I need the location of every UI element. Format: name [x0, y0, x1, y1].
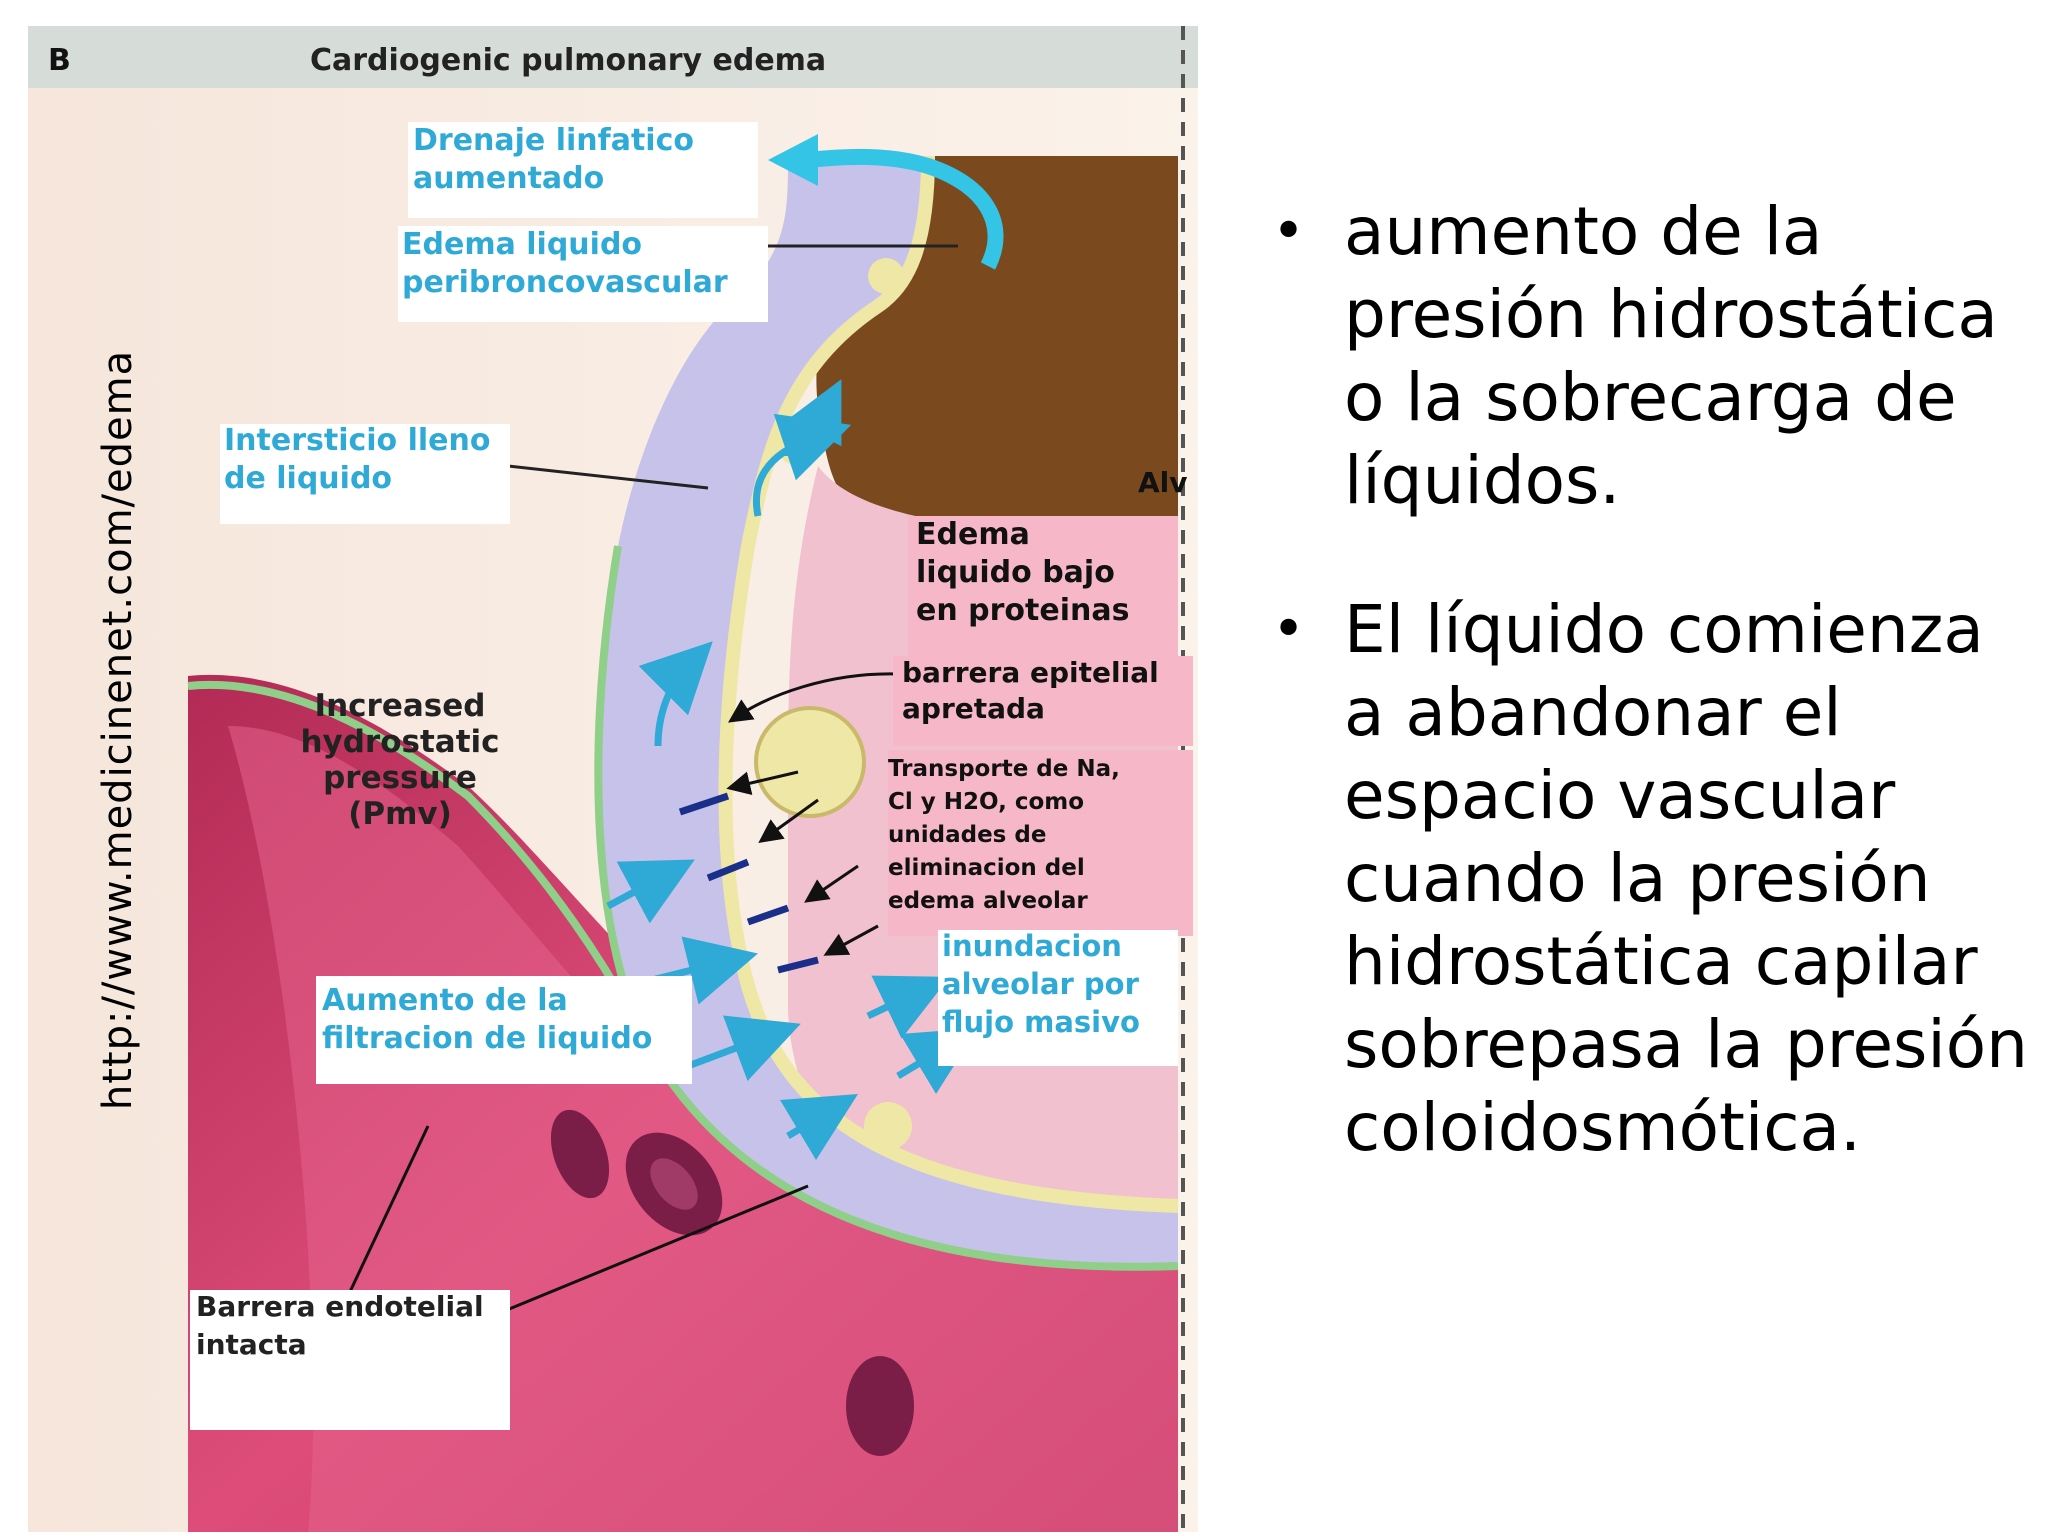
bullet-item: • El líquido comienza a abandonar el esp… [1262, 588, 2032, 1169]
label-box-pink [908, 516, 1178, 656]
svg-text:de liquido: de liquido [224, 461, 392, 496]
flow-arrow [606, 859, 695, 924]
svg-text:intacta: intacta [196, 1328, 307, 1361]
label-inundacion: inundacion alveolar por flujo masivo [942, 929, 1140, 1039]
lymph-drainage-arrowhead [768, 134, 818, 186]
svg-text:Edema: Edema [916, 517, 1030, 552]
panel-letter: B [48, 43, 71, 78]
label-box [316, 976, 692, 1084]
svg-text:Cl y H2O, como: Cl y H2O, como [888, 789, 1084, 815]
bullet-text: El líquido comienza a abandonar el espac… [1344, 591, 2028, 1166]
svg-text:unidades de: unidades de [888, 822, 1046, 848]
red-blood-cell [846, 1356, 914, 1456]
leader-line [726, 770, 799, 795]
transport-arrow [777, 956, 819, 974]
svg-text:liquido bajo: liquido bajo [916, 555, 1115, 590]
red-blood-cell [550, 1109, 610, 1199]
svg-text:alveolar por: alveolar por [942, 967, 1140, 1001]
flow-arrow [686, 1015, 801, 1082]
bullet-dot-icon: • [1272, 597, 1306, 662]
leader-line [758, 798, 819, 844]
edema-diagram: B Cardiogenic pulmonary edema Drenaje li… [28, 26, 1198, 1532]
label-barrera-endotelial: Barrera endotelial intacta [196, 1290, 484, 1361]
svg-text:Drenaje linfatico: Drenaje linfatico [413, 123, 694, 158]
label-edema-bajo: Edema liquido bajo en proteinas [916, 517, 1129, 628]
label-increased: Increased hydrostatic pressure (Pmv) [300, 688, 499, 832]
label-box [938, 930, 1178, 1066]
svg-text:Barrera endotelial: Barrera endotelial [196, 1290, 484, 1323]
leader-line [804, 864, 859, 903]
svg-text:Increased: Increased [315, 688, 486, 724]
flow-arrow [638, 641, 713, 747]
svg-text:edema alveolar: edema alveolar [888, 888, 1088, 914]
svg-text:Aumento de la: Aumento de la [322, 983, 568, 1018]
figure-title: Cardiogenic pulmonary edema [310, 43, 826, 78]
svg-text:hydrostatic: hydrostatic [300, 724, 499, 760]
label-box [190, 1290, 510, 1430]
label-transporte: Transporte de Na, Cl y H2O, como unidade… [888, 756, 1120, 914]
leader-line [728, 672, 899, 723]
svg-text:en proteinas: en proteinas [916, 593, 1129, 628]
label-aumento-filtracion: Aumento de la filtracion de liquido [322, 983, 652, 1056]
svg-text:aumentado: aumentado [413, 161, 604, 196]
label-box-pink [888, 750, 1193, 936]
svg-text:pressure: pressure [323, 760, 477, 796]
label-barrera-epitelial: barrera epitelial apretada [902, 656, 1159, 725]
transport-arrow [706, 858, 750, 882]
epithelial-cell [864, 1102, 912, 1150]
leader-line [346, 1125, 430, 1297]
flow-arrow [785, 379, 842, 457]
transport-arrow [678, 792, 730, 816]
label-edema-peri: Edema liquido peribroncovascular [402, 227, 728, 300]
svg-text:inundacion: inundacion [942, 929, 1122, 963]
label-intersticio: Intersticio lleno de liquido [224, 423, 490, 496]
label-alveolus: Alv [1138, 466, 1188, 499]
flow-arrow [779, 1093, 859, 1161]
epithelial-cell [868, 258, 904, 294]
svg-text:eliminacion del: eliminacion del [888, 855, 1085, 881]
type-ii-cell [754, 706, 866, 818]
svg-text:apretada: apretada [902, 692, 1045, 725]
svg-text:Intersticio lleno: Intersticio lleno [224, 423, 490, 458]
svg-text:Transporte de Na,: Transporte de Na, [888, 756, 1120, 782]
bullet-dot-icon: • [1272, 199, 1306, 264]
label-box [408, 122, 758, 218]
vessel-wall [187, 680, 652, 1048]
svg-text:filtracion de liquido: filtracion de liquido [322, 1021, 652, 1056]
flow-arrow [866, 975, 950, 1039]
label-box-pink [893, 656, 1193, 746]
label-box [398, 226, 768, 322]
bullet-item: • aumento de la presión hidrostática o l… [1262, 190, 2032, 522]
svg-text:(Pmv): (Pmv) [348, 796, 452, 832]
label-box [220, 424, 510, 524]
svg-text:barrera epitelial: barrera epitelial [902, 656, 1159, 689]
leader-line [507, 464, 709, 490]
bullet-list: • aumento de la presión hidrostática o l… [1262, 190, 2032, 1235]
title-bar [28, 26, 1198, 88]
red-blood-cell-center [650, 1158, 698, 1210]
source-url: http://www.medicinenet.com/edema [95, 349, 141, 1111]
svg-text:Edema liquido: Edema liquido [402, 227, 642, 262]
bullet-text: aumento de la presión hidrostática o la … [1344, 193, 1998, 519]
leader-line [823, 924, 879, 956]
svg-text:flujo masivo: flujo masivo [942, 1005, 1140, 1039]
svg-text:peribroncovascular: peribroncovascular [402, 265, 728, 300]
leader-line [467, 1184, 809, 1328]
transport-arrow [746, 904, 790, 926]
label-drenaje: Drenaje linfatico aumentado [413, 123, 694, 196]
lymph-drainage-arrow [807, 148, 1004, 270]
